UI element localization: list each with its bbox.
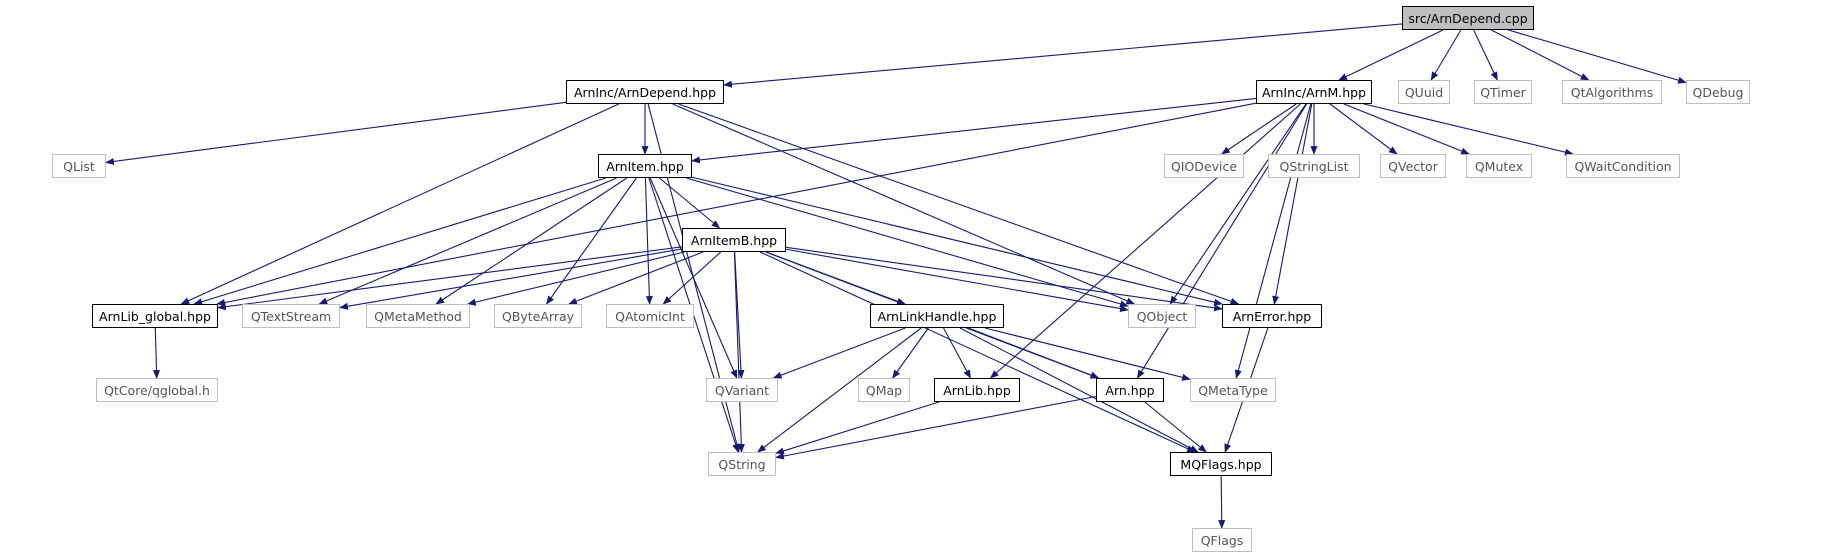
edge-arnitemb_hpp-to-mqflags_hpp [759, 251, 1196, 453]
node-qtcore-qglobal-h: QtCore/qglobal.h [96, 378, 218, 402]
node-qatomicint: QAtomicInt [606, 304, 694, 328]
edge-arnlinkhandle_hpp-to-arnlib_hpp [943, 327, 971, 379]
edge-mqflags_hpp-to-qflags [1218, 475, 1226, 529]
edge-arnitem_hpp-to-qatomicint [644, 177, 653, 305]
node-arnlib-hpp[interactable]: ArnLib.hpp [934, 378, 1020, 402]
edge-arn_hpp-to-mqflags_hpp [1144, 401, 1207, 453]
edge-arnlib_hpp-to-qstring [775, 401, 940, 455]
edge-arnitem_hpp-to-arnerror_hpp [691, 176, 1223, 306]
node-qiodevice: QIODevice [1164, 154, 1244, 178]
edge-arn_hpp-to-qstring [775, 395, 1097, 460]
edge-arnlinkhandle_hpp-to-arn_hpp [968, 327, 1100, 379]
edge-root-to-arnm_hpp [1338, 29, 1444, 81]
edge-arnm_hpp-to-qobject [1169, 103, 1307, 305]
edge-arnm_hpp-to-qmetatype [1234, 103, 1312, 379]
edge-arnitem_hpp-to-arnitemb_hpp [659, 177, 721, 229]
edge-root-to-quuid [1430, 29, 1462, 81]
edge-arnm_hpp-to-qiodevice [1221, 103, 1297, 155]
edge-arnlinkhandle_hpp-to-mqflags_hpp [959, 327, 1199, 453]
edge-root-to-qdebug [1508, 29, 1687, 84]
edge-arnitemb_hpp-to-qtextstream [339, 248, 683, 310]
node-arnitemb-hpp[interactable]: ArnItemB.hpp [682, 228, 786, 252]
node-qtimer: QTimer [1474, 80, 1532, 104]
node-qvariant: QVariant [706, 378, 778, 402]
edge-arndepend_hpp-to-qobject [672, 103, 1136, 305]
node-qvector: QVector [1380, 154, 1446, 178]
edge-arnm_hpp-to-arnlib_global_hpp [216, 102, 1257, 306]
edge-arnitemb_hpp-to-arnerror_hpp [785, 246, 1223, 312]
edge-arnitemb_hpp-to-qvariant [734, 251, 745, 379]
node-arninc-arnm-hpp[interactable]: ArnInc/ArnM.hpp [1256, 80, 1372, 104]
edge-arnitem_hpp-to-qvariant [649, 177, 738, 379]
edge-arnitemb_hpp-to-qbytearray [568, 251, 704, 305]
node-qwaitcondition: QWaitCondition [1566, 154, 1680, 178]
edge-arnm_hpp-to-arnlib_hpp [989, 103, 1301, 379]
node-quuid: QUuid [1398, 80, 1450, 104]
node-qbytearray: QByteArray [494, 304, 582, 328]
edge-arnitemb_hpp-to-qmetamethod [467, 251, 685, 306]
edge-arnitem_hpp-to-qbytearray [546, 177, 637, 305]
node-qstringlist: QStringList [1268, 154, 1360, 178]
node-arn-hpp[interactable]: Arn.hpp [1096, 378, 1164, 402]
node-qflags: QFlags [1192, 528, 1252, 552]
edge-root-to-arndepend_hpp [723, 23, 1403, 88]
edge-arnlib_global_hpp-to-qtcore_qglobal_h [152, 327, 160, 379]
node-qmetatype: QMetaType [1190, 378, 1276, 402]
node-qobject: QObject [1128, 304, 1196, 328]
node-qstring: QString [708, 452, 776, 476]
node-mqflags-hpp[interactable]: MQFlags.hpp [1170, 452, 1272, 476]
edge-arndepend_hpp-to-qlist [105, 101, 567, 165]
node-arnlinkhandle-hpp[interactable]: ArnLinkHandle.hpp [870, 304, 1004, 328]
node-qmutex: QMutex [1466, 154, 1532, 178]
node-src-arndepend-cpp: src/ArnDepend.cpp [1402, 6, 1534, 30]
node-arninc-arndepend-hpp[interactable]: ArnInc/ArnDepend.hpp [566, 80, 724, 104]
node-qtextstream: QTextStream [242, 304, 340, 328]
edge-arnitem_hpp-to-arnlib_global_hpp [193, 177, 606, 306]
edge-arndepend_hpp-to-arnerror_hpp [678, 103, 1240, 305]
node-arnerror-hpp[interactable]: ArnError.hpp [1222, 304, 1322, 328]
edge-arnm_hpp-to-qmutex [1343, 103, 1470, 155]
node-qmap: QMap [858, 378, 910, 402]
node-arnitem-hpp[interactable]: ArnItem.hpp [598, 154, 692, 178]
edge-arnlinkhandle_hpp-to-qvariant [772, 327, 906, 379]
node-arnlib-global-hpp[interactable]: ArnLib_global.hpp [92, 304, 218, 328]
edge-arnm_hpp-to-arn_hpp [1136, 103, 1308, 379]
edge-arnitem_hpp-to-qmetamethod [435, 177, 628, 305]
edge-arnlinkhandle_hpp-to-qmap [892, 327, 929, 379]
edge-arnitem_hpp-to-qtextstream [318, 177, 617, 305]
edge-arnitemb_hpp-to-arnlib_global_hpp [217, 246, 683, 311]
edge-arnitemb_hpp-to-qatomicint [662, 251, 722, 305]
edge-arnm_hpp-to-arnerror_hpp [1272, 103, 1313, 305]
edge-root-to-qtimer [1473, 29, 1498, 81]
node-qdebug: QDebug [1686, 80, 1750, 104]
edge-arnlinkhandle_hpp-to-qmetatype [984, 327, 1191, 381]
node-qmetamethod: QMetaMethod [366, 304, 470, 328]
edge-arnm_hpp-to-qwaitcondition [1363, 103, 1574, 156]
edge-root-to-qtalgorithms [1491, 29, 1590, 81]
node-qlist: QList [52, 154, 106, 178]
edge-arnitemb_hpp-to-qstring [733, 251, 745, 453]
edge-arnlinkhandle_hpp-to-qstring [757, 327, 922, 453]
node-qtalgorithms: QtAlgorithms [1562, 80, 1662, 104]
edge-arndepend_hpp-to-arnlib_global_hpp [180, 103, 619, 305]
edge-arnm_hpp-to-qvector [1329, 103, 1398, 155]
edge-arnitemb_hpp-to-qobject [785, 248, 1129, 313]
edge-arnm_hpp-to-arnitem_hpp [691, 97, 1257, 164]
